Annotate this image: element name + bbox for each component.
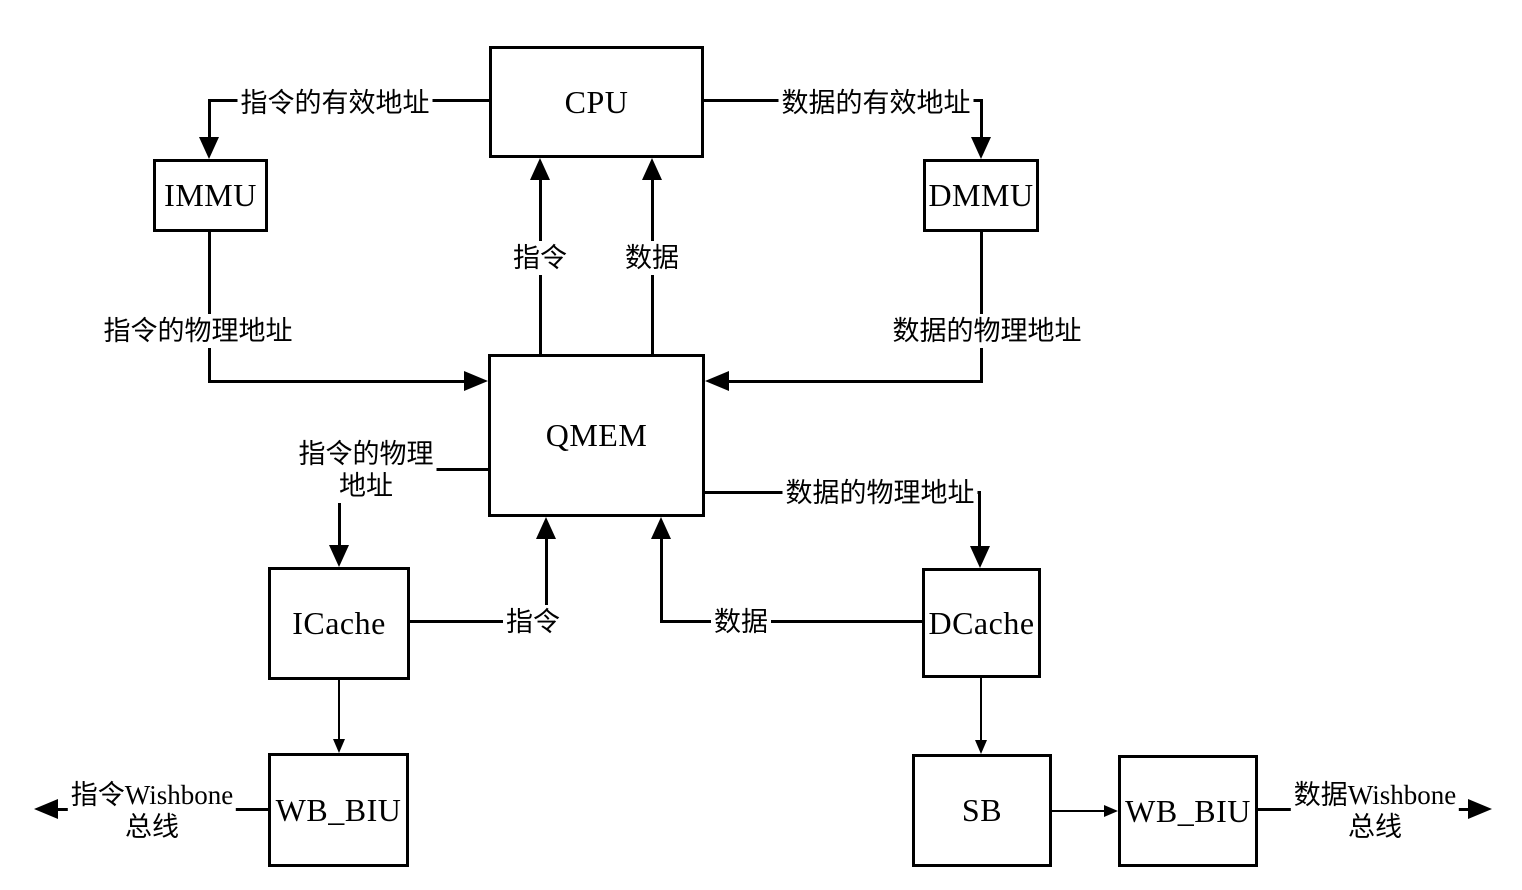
line-segment [980,678,982,742]
line-segment [660,537,663,623]
line-segment [338,680,340,741]
wb-biu-instr-block: WB_BIU [268,753,409,867]
label-data-physical-to-dcache: 数据的物理地址 [782,476,978,510]
line-segment [208,230,211,383]
arrowhead-up-icon [642,158,662,180]
dcache-block: DCache [922,568,1041,678]
line-segment [980,99,983,139]
line-segment [410,620,548,623]
sb-block: SB [912,754,1052,867]
wb-biu-data-block: WB_BIU [1118,755,1258,867]
arrowhead-down-icon [329,545,349,567]
arrowhead-right-icon [1104,805,1118,817]
arrowhead-down-icon [199,137,219,159]
label-instr-from-icache: 指令 [503,605,563,639]
label-line: 地址 [339,471,393,501]
label-instr-physical-address: 指令的物理地址 [100,314,296,348]
arrowhead-down-icon [971,137,991,159]
line-segment [433,468,490,471]
arrowhead-up-icon [530,158,550,180]
label-line: 总线 [125,812,179,842]
arrowhead-down-icon [333,739,345,753]
cpu-block: CPU [489,46,704,158]
arrowhead-right-icon [1468,799,1492,819]
label-line: 指令的物理 [298,439,434,469]
label-data-effective-address: 数据的有效地址 [778,86,974,120]
line-segment [978,491,981,548]
arrowhead-left-icon [705,371,729,391]
qmem-block: QMEM [488,354,705,517]
arrowhead-up-icon [651,517,671,539]
label-line: 指令Wishbone [70,780,234,810]
label-data-to-cpu: 数据 [622,241,682,275]
label-line: 数据Wishbone [1293,780,1457,810]
line-segment [725,380,983,383]
arrowhead-down-icon [970,546,990,568]
label-instr-physical-address-wrapped: 指令的物理 地址 [295,437,437,503]
line-segment [208,99,211,139]
label-data-wishbone-bus: 数据Wishbone 总线 [1290,778,1460,844]
line-segment [208,380,466,383]
label-data-physical-address: 数据的物理地址 [889,314,1085,348]
immu-block: IMMU [153,159,268,232]
label-instr-effective-address: 指令的有效地址 [237,86,433,120]
label-line: 总线 [1348,812,1402,842]
line-segment [545,537,548,623]
label-data-from-dcache: 数据 [711,605,771,639]
arrowhead-right-icon [464,371,488,391]
line-segment [980,230,983,383]
line-segment [660,620,922,623]
icache-block: ICache [268,567,410,680]
arrowhead-up-icon [536,517,556,539]
arrowhead-down-icon [975,740,987,754]
dmmu-block: DMMU [923,159,1039,232]
line-segment [1052,810,1106,812]
label-instr-to-cpu: 指令 [510,241,570,275]
label-instr-wishbone-bus: 指令Wishbone 总线 [67,778,237,844]
arrowhead-left-icon [34,799,58,819]
line-segment [338,503,341,547]
